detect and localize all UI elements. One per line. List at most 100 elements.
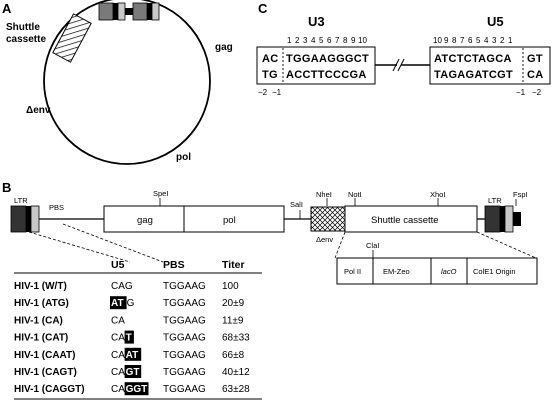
- u3-num: 2: [295, 36, 300, 45]
- table-header-pbs: PBS: [163, 259, 185, 271]
- u5-top-right: GT: [527, 53, 543, 65]
- row-titer: 63±28: [222, 384, 250, 395]
- env-box: [310, 206, 346, 232]
- u5-inserted-bases: T: [126, 333, 132, 344]
- u5-num: 7: [460, 36, 465, 45]
- row-titer: 20±9: [222, 298, 245, 309]
- u3-num: 3: [303, 36, 308, 45]
- cassette-part-laco: lacO: [441, 267, 457, 276]
- u5-inserted-bases: AT: [126, 350, 139, 361]
- u5-sequence: G: [127, 298, 135, 309]
- row-name: HIV-1 (CAAT): [14, 350, 75, 361]
- row-pbs: TGGAAG: [163, 384, 206, 395]
- u5-sequence: CA: [111, 315, 125, 326]
- plasmid-ltr-block: [98, 2, 160, 21]
- pbs-map-label: PBS: [49, 203, 64, 212]
- u3-under-right: −1: [272, 88, 282, 97]
- shuttle-cassette-box: [344, 205, 478, 233]
- zoom-line-pbs: [62, 223, 164, 263]
- shuttle-label-line1: Shuttle: [6, 22, 40, 33]
- row-name: HIV-1 (CAGGT): [14, 384, 85, 395]
- u5-num: 9: [444, 36, 449, 45]
- u5-highlight: [124, 382, 149, 396]
- row-pbs: TGGAAG: [163, 298, 206, 309]
- env-map-label: Δenv: [316, 235, 333, 244]
- row-titer: 68±33: [222, 333, 250, 344]
- plasmid-pol-label: pol: [176, 152, 191, 163]
- row-name: HIV-1 (CAGT): [14, 367, 77, 378]
- plasmid-shuttle-cassette: [52, 13, 92, 63]
- row-titer: 11±9: [222, 315, 244, 326]
- zoom-line-cassette-right: [476, 231, 537, 259]
- ltr-right-label: LTR: [488, 196, 502, 205]
- u5-position-numbers: 10 9 8 7 6 5 4 3 2 1: [433, 36, 513, 45]
- row-pbs: TGGAAG: [163, 333, 206, 344]
- row-name: HIV-1 (W/T): [14, 281, 67, 292]
- u5-title: U5: [487, 14, 504, 29]
- u5-num: 4: [484, 36, 489, 45]
- row-name: HIV-1 (ATG): [14, 298, 69, 309]
- zoom-line-u5: [28, 231, 131, 263]
- u5-bottom-right: CA: [527, 69, 544, 81]
- cassette-part-emzeo: EM-Zeo: [383, 267, 410, 276]
- panel-b-label: B: [2, 180, 11, 195]
- u5-under-left: −1: [516, 88, 526, 97]
- plasmid-circle: [43, 0, 211, 165]
- row-titer: 100: [222, 281, 239, 292]
- gag-map-label: gag: [137, 215, 153, 226]
- u3-num: 5: [319, 36, 324, 45]
- table-header-titer: Titer: [222, 259, 245, 271]
- u5-inserted-bases: AT: [111, 298, 124, 309]
- gag-pol-box: [103, 205, 285, 233]
- spe-site-label: SpeI: [153, 189, 168, 198]
- u5-highlight: [124, 330, 134, 344]
- u3-num: 6: [327, 36, 332, 45]
- u5-inserted-bases: GT: [126, 367, 140, 378]
- u5-sequence: CA: [111, 350, 125, 361]
- u5-num: 6: [468, 36, 473, 45]
- nhe-site-label: NheI: [316, 190, 332, 199]
- cassette-part-pol2: Pol II: [344, 267, 361, 276]
- u3-bottom-left: TG: [262, 69, 278, 81]
- xho-site-label: XhoI: [430, 190, 445, 199]
- u5-top-left: ATCTCTAGCA: [434, 53, 512, 65]
- not-site-label: NotI: [348, 190, 362, 199]
- u5-highlight: [124, 347, 142, 361]
- u5-inserted-bases: GGT: [126, 384, 148, 395]
- ltr-right-block: [484, 205, 521, 233]
- shuttle-cassette-map-label: Shuttle cassette: [371, 215, 439, 226]
- break-mark: [392, 58, 400, 72]
- u3-num: 7: [335, 36, 340, 45]
- u5-num: 5: [476, 36, 481, 45]
- u5-num: 10: [433, 36, 442, 45]
- u3-num: 8: [343, 36, 348, 45]
- panel-c-label: C: [258, 1, 268, 16]
- u5-num: 1: [508, 36, 513, 45]
- u5-bottom-left: TAGAGATCGT: [434, 69, 513, 81]
- cassette-part-cole1: ColE1 Origin: [473, 267, 516, 276]
- u3-num: 9: [351, 36, 356, 45]
- ltr-left-block: [10, 205, 40, 233]
- row-titer: 40±12: [222, 367, 250, 378]
- u3-num: 10: [358, 36, 367, 45]
- u5-sequence: CA: [111, 384, 125, 395]
- u5-box: [429, 46, 551, 85]
- u5-sequence: CA: [111, 367, 125, 378]
- row-titer: 66±8: [222, 350, 245, 361]
- row-pbs: TGGAAG: [163, 367, 206, 378]
- pol-map-label: pol: [223, 215, 236, 226]
- row-pbs: TGGAAG: [163, 315, 206, 326]
- row-pbs: TGGAAG: [163, 350, 206, 361]
- u3-num: 4: [311, 36, 316, 45]
- u3-num: 1: [287, 36, 292, 45]
- shuttle-label-line2: cassette: [6, 34, 46, 45]
- plasmid-gag-label: gag: [215, 42, 233, 53]
